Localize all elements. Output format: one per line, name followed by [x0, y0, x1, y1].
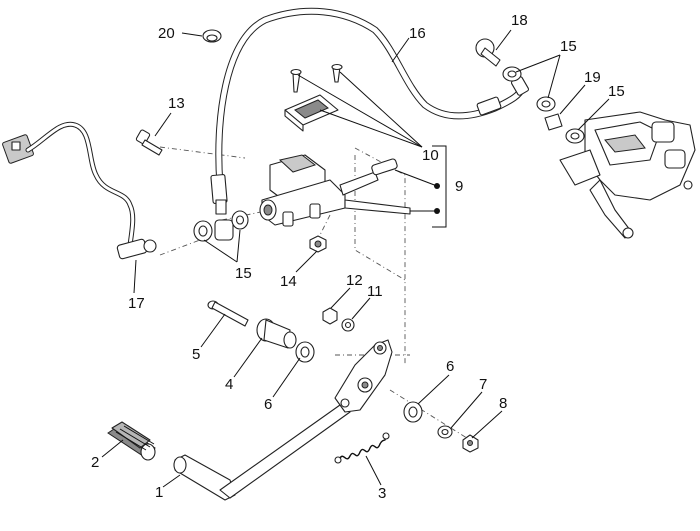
callout-16: 16 [409, 25, 426, 42]
callout-19: 19 [584, 69, 601, 86]
banjo-bolt-18 [475, 38, 501, 67]
callout-15-right: 15 [608, 83, 625, 100]
callout-6-right: 6 [446, 358, 454, 375]
callout-15-top: 15 [560, 38, 577, 55]
washer-nut-7-8 [437, 425, 479, 453]
callout-8: 8 [499, 395, 507, 412]
callout-1: 1 [155, 484, 163, 501]
callout-20: 20 [158, 25, 175, 42]
brake-caliper [559, 111, 696, 239]
hose-clip-20 [202, 29, 222, 43]
callout-labels: 1 2 3 4 5 6 6 7 8 9 10 11 12 13 14 15 15… [91, 12, 625, 502]
callout-13: 13 [168, 95, 185, 112]
leader-lines [101, 29, 610, 488]
callout-14: 14 [280, 273, 297, 290]
callout-4: 4 [225, 376, 233, 393]
callout-12: 12 [346, 272, 363, 289]
callout-15-left: 15 [235, 265, 252, 282]
callout-6-lower: 6 [264, 396, 272, 413]
rubber-pad-2 [107, 421, 156, 461]
nut-washer-11-12 [322, 307, 355, 332]
brake-pedal-1 [173, 339, 393, 501]
callout-7: 7 [479, 376, 487, 393]
callout-17: 17 [128, 295, 145, 312]
callout-11: 11 [367, 283, 383, 300]
washers-6 [295, 341, 423, 423]
callout-9: 9 [455, 178, 463, 195]
callout-18: 18 [511, 12, 528, 29]
nut-14 [309, 235, 327, 253]
callout-10: 10 [422, 147, 439, 164]
bushing-4 [256, 318, 297, 349]
callout-5: 5 [192, 346, 200, 363]
washers-15-left [193, 210, 249, 242]
callout-3: 3 [378, 485, 386, 502]
pivot-bolt-5 [207, 300, 249, 327]
washers-15-19-right [502, 66, 585, 144]
callout-2: 2 [91, 454, 99, 471]
return-spring-3 [334, 432, 390, 464]
master-cylinder-9 [259, 154, 440, 227]
bolt-13 [135, 129, 163, 156]
brake-hose-16 [210, 7, 530, 215]
sensor-cable-17 [2, 121, 157, 260]
reservoir-cap-10 [284, 63, 343, 132]
